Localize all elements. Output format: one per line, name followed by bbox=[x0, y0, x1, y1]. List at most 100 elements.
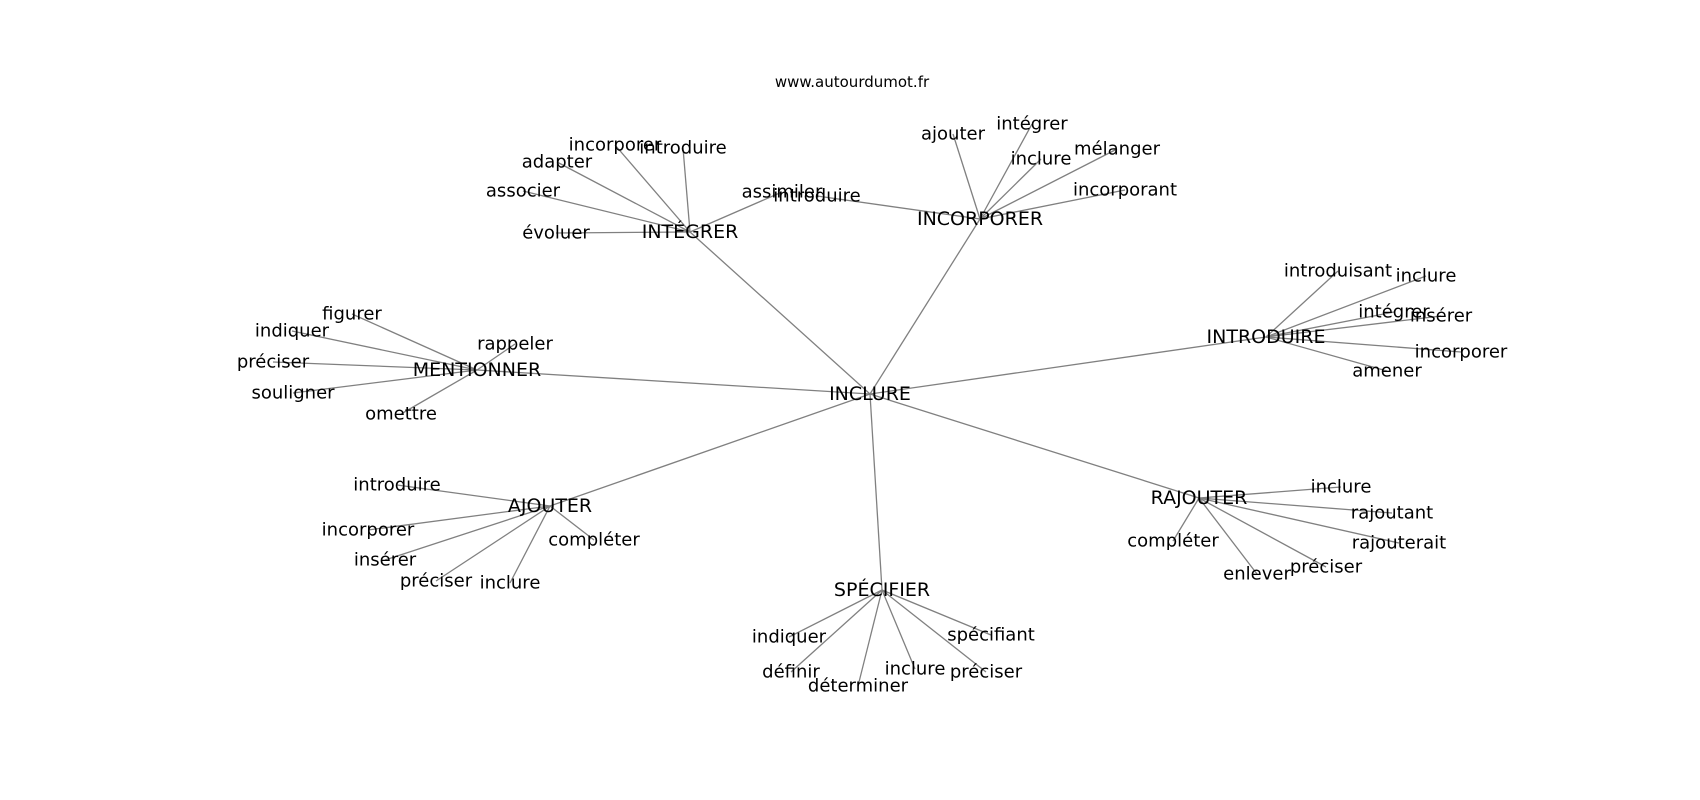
edge-hub-to-word bbox=[790, 589, 883, 673]
word-node[interactable]: rajouterait bbox=[1352, 533, 1446, 554]
word-node[interactable]: souligner bbox=[251, 383, 335, 404]
edge-hub-to-word bbox=[522, 190, 691, 233]
hub-node[interactable]: INTÉGRER bbox=[642, 220, 739, 243]
word-node[interactable]: inclure bbox=[1011, 149, 1072, 170]
edge-hub-to-word bbox=[979, 123, 1033, 220]
edge-hub-to-word bbox=[1172, 497, 1200, 542]
edge-hub-to-word bbox=[952, 133, 981, 220]
edge-hub-to-word bbox=[1198, 497, 1393, 514]
word-node[interactable]: définir bbox=[762, 662, 820, 683]
word-node[interactable]: inclure bbox=[1311, 477, 1372, 498]
word-node[interactable]: inclure bbox=[1396, 266, 1457, 287]
edge-hub-to-word bbox=[1265, 270, 1339, 338]
edge-hub-to-word bbox=[1265, 336, 1388, 372]
edge-hub-to-word bbox=[367, 505, 551, 531]
edge-hub-to-word bbox=[396, 484, 551, 507]
word-node[interactable]: assimiler bbox=[742, 182, 823, 203]
word-node[interactable]: indiquer bbox=[752, 627, 827, 648]
hub-node[interactable]: SPÉCIFIER bbox=[834, 578, 930, 601]
edge-hub-to-word bbox=[549, 505, 595, 541]
word-node[interactable]: introduire bbox=[773, 186, 860, 207]
word-node[interactable]: incorporer bbox=[322, 520, 415, 541]
edge-hub-to-word bbox=[292, 369, 478, 394]
word-node[interactable]: rappeler bbox=[477, 334, 553, 355]
edge-hub-to-word bbox=[788, 589, 883, 638]
source-url: www.autourdumot.fr bbox=[775, 73, 930, 91]
edge-hub-to-word bbox=[556, 161, 691, 233]
edge-hub-to-word bbox=[682, 147, 691, 233]
word-node[interactable]: amener bbox=[1352, 361, 1422, 382]
edge-hub-to-word bbox=[979, 158, 1042, 220]
word-node[interactable]: enlever bbox=[1223, 564, 1291, 585]
word-node[interactable]: intégrer bbox=[996, 114, 1068, 135]
graph-edges bbox=[272, 123, 1462, 687]
edge-hub-to-word bbox=[476, 343, 516, 371]
edge-hub-to-word bbox=[816, 195, 981, 220]
edge-hub-to-word bbox=[400, 369, 478, 415]
word-node[interactable]: mélanger bbox=[1074, 139, 1161, 160]
word-node[interactable]: préciser bbox=[400, 571, 473, 592]
edge-hub-to-word bbox=[1265, 275, 1427, 338]
edge-hub-to-word bbox=[1265, 315, 1442, 338]
word-node[interactable]: introduisant bbox=[1284, 261, 1392, 282]
edge-center-to-hub bbox=[689, 231, 871, 395]
word-node[interactable]: introduire bbox=[353, 475, 440, 496]
edge-hub-to-word bbox=[881, 589, 916, 670]
edge-center-to-hub bbox=[869, 218, 981, 395]
edge-hub-to-word bbox=[555, 231, 691, 234]
edge-center-to-hub bbox=[549, 393, 871, 507]
edge-center-to-hub bbox=[869, 393, 883, 591]
word-node[interactable]: adapter bbox=[522, 152, 593, 173]
word-node[interactable]: incorporer bbox=[1415, 342, 1508, 363]
word-node[interactable]: omettre bbox=[365, 404, 437, 425]
edge-hub-to-word bbox=[1265, 311, 1395, 338]
word-node[interactable]: évoluer bbox=[522, 223, 590, 244]
word-node[interactable]: spécifiant bbox=[947, 625, 1035, 646]
word-node[interactable]: figurer bbox=[322, 304, 382, 325]
word-node[interactable]: préciser bbox=[950, 662, 1023, 683]
word-node[interactable]: incorporant bbox=[1073, 180, 1177, 201]
edge-hub-to-word bbox=[351, 313, 478, 371]
edge-hub-to-word bbox=[435, 505, 551, 582]
edge-hub-to-word bbox=[291, 330, 478, 371]
edge-hub-to-word bbox=[881, 589, 987, 673]
word-node[interactable]: insérer bbox=[1410, 306, 1473, 327]
word-node[interactable]: inclure bbox=[885, 659, 946, 680]
edge-hub-to-word bbox=[979, 189, 1126, 220]
word-node[interactable]: incorporer bbox=[569, 135, 662, 156]
edge-hub-to-word bbox=[689, 191, 783, 233]
word-node[interactable]: insérer bbox=[354, 550, 417, 571]
hub-node[interactable]: RAJOUTER bbox=[1151, 487, 1248, 509]
edge-center-to-hub bbox=[869, 393, 1200, 499]
word-node[interactable]: intégrer bbox=[1358, 302, 1430, 323]
edge-hub-to-word bbox=[857, 589, 883, 687]
center-node[interactable]: INCLURE bbox=[829, 383, 911, 405]
edge-hub-to-word bbox=[979, 148, 1118, 220]
edge-hub-to-word bbox=[881, 589, 992, 636]
hub-node[interactable]: INTRODUIRE bbox=[1207, 326, 1326, 348]
hub-node[interactable]: INCORPORER bbox=[917, 208, 1043, 230]
word-node[interactable]: compléter bbox=[548, 530, 640, 551]
edge-hub-to-word bbox=[1198, 486, 1342, 499]
word-node[interactable]: ajouter bbox=[921, 124, 986, 145]
word-node[interactable]: indiquer bbox=[255, 321, 330, 342]
word-node[interactable]: compléter bbox=[1127, 531, 1219, 552]
word-node[interactable]: introduire bbox=[639, 138, 726, 159]
hub-node[interactable]: MENTIONNER bbox=[413, 359, 541, 381]
word-node[interactable]: déterminer bbox=[808, 676, 909, 697]
edge-hub-to-word bbox=[384, 505, 551, 561]
edge-center-to-hub bbox=[476, 369, 871, 395]
edge-center-to-hub bbox=[869, 336, 1267, 395]
edge-hub-to-word bbox=[1198, 497, 1400, 544]
edge-hub-to-word bbox=[614, 144, 691, 233]
word-node[interactable]: préciser bbox=[1290, 557, 1363, 578]
word-node[interactable]: préciser bbox=[237, 352, 310, 373]
hub-node[interactable]: AJOUTER bbox=[508, 495, 592, 517]
edge-hub-to-word bbox=[1198, 497, 1258, 575]
word-node[interactable]: inclure bbox=[480, 573, 541, 594]
word-node[interactable]: associer bbox=[486, 181, 561, 202]
word-node[interactable]: rajoutant bbox=[1351, 503, 1433, 524]
graph-labels: INCLUREINTÉGRERincorporerintroduireadapt… bbox=[237, 114, 1508, 697]
edge-hub-to-word bbox=[509, 505, 551, 584]
